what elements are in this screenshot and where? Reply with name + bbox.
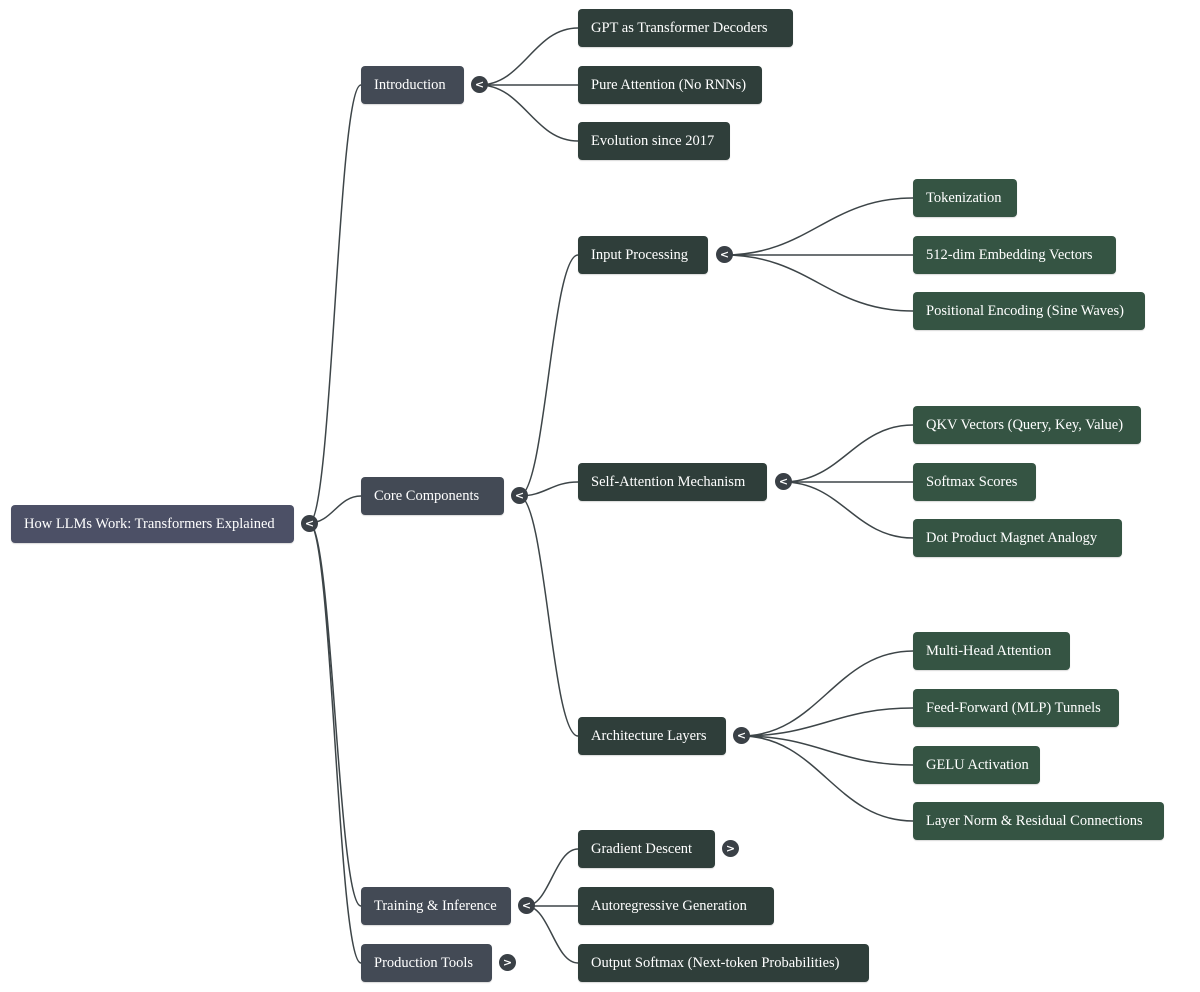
pure-attention-node[interactable]: Pure Attention (No RNNs) bbox=[578, 66, 762, 104]
softmax-scores-node[interactable]: Softmax Scores bbox=[913, 463, 1036, 501]
edge-root-production bbox=[308, 522, 362, 964]
edge-attention-dot bbox=[782, 481, 914, 539]
output-softmax-node[interactable]: Output Softmax (Next-token Probabilities… bbox=[578, 944, 869, 982]
edge-core-architecture bbox=[518, 495, 579, 737]
embedding-vectors-node[interactable]: 512-dim Embedding Vectors bbox=[913, 236, 1116, 274]
edge-intro-evolution bbox=[478, 84, 579, 142]
core-components-node[interactable]: Core Components bbox=[361, 477, 504, 515]
tokenization-node[interactable]: Tokenization bbox=[913, 179, 1017, 217]
qkv-vectors-node[interactable]: QKV Vectors (Query, Key, Value) bbox=[913, 406, 1141, 444]
self-attention-node[interactable]: Self-Attention Mechanism bbox=[578, 463, 767, 501]
edge-training-gradient bbox=[525, 848, 579, 907]
edge-root-training bbox=[308, 522, 362, 907]
self-attention-collapse-icon[interactable]: < bbox=[775, 473, 792, 490]
positional-encoding-node[interactable]: Positional Encoding (Sine Waves) bbox=[913, 292, 1145, 330]
production-tools-expand-icon[interactable]: > bbox=[499, 954, 516, 971]
edge-root-introduction bbox=[308, 84, 362, 524]
edge-attention-qkv bbox=[782, 424, 914, 483]
edge-core-input bbox=[518, 254, 579, 497]
introduction-node[interactable]: Introduction bbox=[361, 66, 464, 104]
multi-head-attention-node[interactable]: Multi-Head Attention bbox=[913, 632, 1070, 670]
root-node[interactable]: How LLMs Work: Transformers Explained bbox=[11, 505, 294, 543]
training-inference-collapse-icon[interactable]: < bbox=[518, 897, 535, 914]
dot-product-analogy-node[interactable]: Dot Product Magnet Analogy bbox=[913, 519, 1122, 557]
gradient-descent-expand-icon[interactable]: > bbox=[722, 840, 739, 857]
root-collapse-icon[interactable]: < bbox=[301, 515, 318, 532]
evolution-since-2017-node[interactable]: Evolution since 2017 bbox=[578, 122, 730, 160]
edge-input-positional bbox=[723, 254, 914, 312]
gradient-descent-node[interactable]: Gradient Descent bbox=[578, 830, 715, 868]
architecture-layers-collapse-icon[interactable]: < bbox=[733, 727, 750, 744]
edge-arch-multihead bbox=[740, 650, 914, 737]
edge-input-tokenization bbox=[723, 197, 914, 256]
training-inference-node[interactable]: Training & Inference bbox=[361, 887, 511, 925]
architecture-layers-node[interactable]: Architecture Layers bbox=[578, 717, 726, 755]
gpt-transformer-decoders-node[interactable]: GPT as Transformer Decoders bbox=[578, 9, 793, 47]
feed-forward-node[interactable]: Feed-Forward (MLP) Tunnels bbox=[913, 689, 1119, 727]
edge-arch-gelu bbox=[740, 735, 914, 766]
input-processing-collapse-icon[interactable]: < bbox=[716, 246, 733, 263]
edge-arch-feedforward bbox=[740, 707, 914, 737]
edge-arch-layernorm bbox=[740, 735, 914, 822]
introduction-collapse-icon[interactable]: < bbox=[471, 76, 488, 93]
autoregressive-generation-node[interactable]: Autoregressive Generation bbox=[578, 887, 774, 925]
input-processing-node[interactable]: Input Processing bbox=[578, 236, 708, 274]
edge-training-softmax bbox=[525, 905, 579, 964]
gelu-activation-node[interactable]: GELU Activation bbox=[913, 746, 1040, 784]
edge-intro-gpt bbox=[478, 27, 579, 86]
core-components-collapse-icon[interactable]: < bbox=[511, 487, 528, 504]
layer-norm-residual-node[interactable]: Layer Norm & Residual Connections bbox=[913, 802, 1164, 840]
production-tools-node[interactable]: Production Tools bbox=[361, 944, 492, 982]
